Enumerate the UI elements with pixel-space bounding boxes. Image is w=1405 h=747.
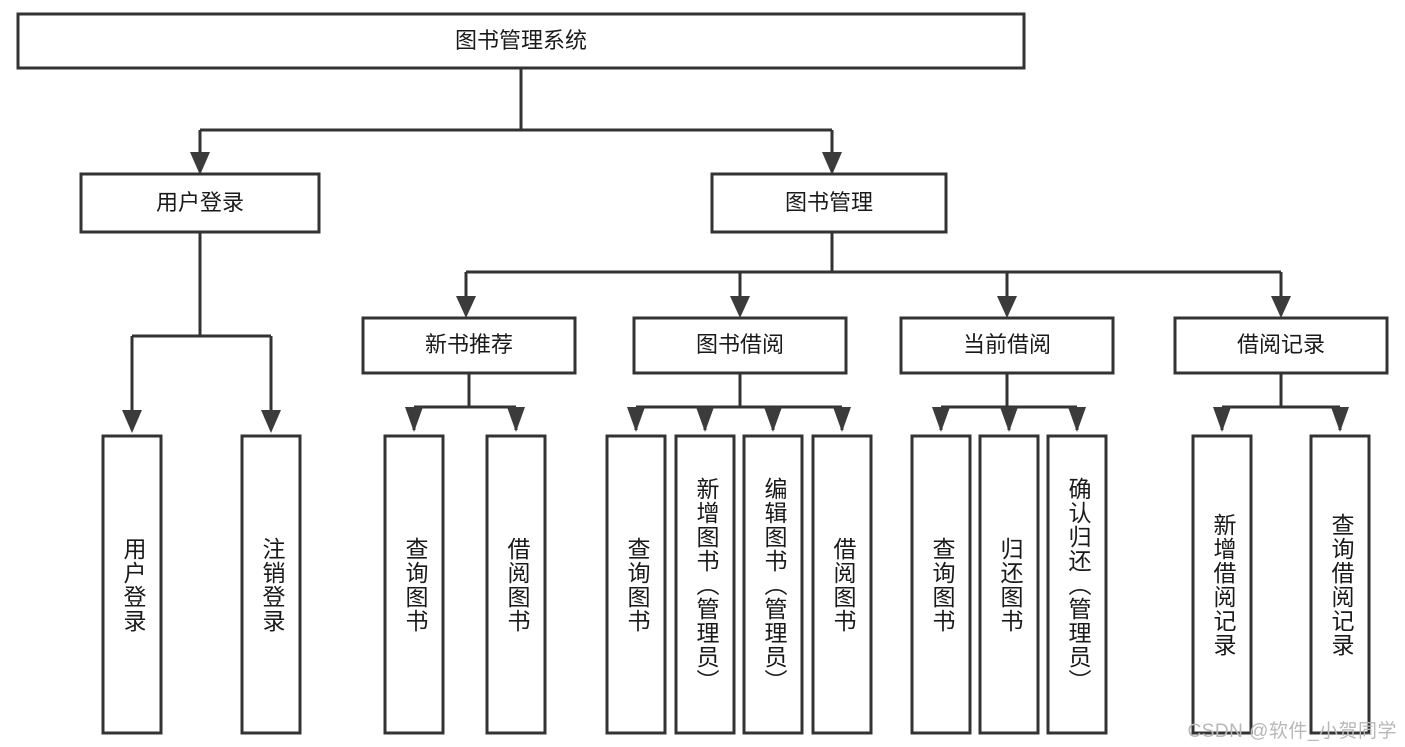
leaf-box-confirm-return[interactable]: [1046, 434, 1108, 735]
node-book-borrow-box[interactable]: [632, 316, 848, 375]
arrowhead-icon: [1331, 407, 1349, 432]
leaf-box-edit-book[interactable]: [742, 434, 804, 735]
leaf-box-query-book-1[interactable]: [383, 434, 445, 735]
arrowhead-icon: [764, 407, 782, 432]
node-borrow-record[interactable]: 借阅记录: [1173, 316, 1389, 375]
node-new-book-recommend-box[interactable]: [361, 316, 577, 375]
node-user-login[interactable]: 用户登录: [79, 172, 321, 234]
leaf-box-add-book[interactable]: [674, 434, 736, 735]
node-book-borrow-label: 图书借阅: [696, 332, 784, 357]
arrowhead-icon: [997, 296, 1017, 318]
arrowhead-icon: [456, 296, 476, 318]
leaf-box-query-book-3[interactable]: [910, 434, 972, 735]
arrowhead-icon: [932, 407, 950, 432]
connector-layer: [130, 68, 1342, 430]
node-root[interactable]: 图书管理系统: [16, 12, 1026, 70]
node-book-management-label: 图书管理: [785, 190, 873, 215]
node-user-login-label: 用户登录: [156, 190, 244, 215]
arrowhead-icon: [190, 152, 210, 175]
arrowhead-icon: [696, 407, 714, 432]
node-current-borrow-label: 当前借阅: [963, 332, 1051, 357]
arrowhead-icon: [1000, 407, 1018, 432]
watermark-text: CSDN @软件_小贺同学: [1187, 721, 1397, 742]
arrowhead-icon: [261, 410, 281, 433]
node-user-login-box[interactable]: [79, 172, 321, 234]
leaf-box-user-login[interactable]: [101, 434, 163, 735]
arrowhead-icon: [833, 407, 851, 432]
leaf-box-borrow-book-2[interactable]: [811, 434, 873, 735]
arrowhead-icon: [627, 407, 645, 432]
leaf-box-user-logout[interactable]: [240, 434, 302, 735]
node-borrow-record-label: 借阅记录: [1237, 332, 1325, 357]
arrowhead-icon: [730, 296, 750, 318]
arrowhead-icon: [405, 407, 423, 432]
node-borrow-record-box[interactable]: [1173, 316, 1389, 375]
leaf-box-query-record[interactable]: [1309, 434, 1371, 735]
leaf-box-add-record[interactable]: [1191, 434, 1253, 735]
arrowhead-icon: [822, 152, 842, 175]
node-book-borrow[interactable]: 图书借阅: [632, 316, 848, 375]
node-book-management-box[interactable]: [710, 172, 948, 234]
node-new-book-recommend[interactable]: 新书推荐: [361, 316, 577, 375]
arrowhead-icon: [1068, 407, 1086, 432]
node-new-book-recommend-label: 新书推荐: [425, 332, 513, 357]
arrowhead-icon: [1213, 407, 1231, 432]
node-book-management[interactable]: 图书管理: [710, 172, 948, 234]
node-current-borrow-box[interactable]: [899, 316, 1115, 375]
node-root-box[interactable]: [16, 12, 1026, 70]
leaf-box-query-book-2[interactable]: [605, 434, 667, 735]
node-current-borrow[interactable]: 当前借阅: [899, 316, 1115, 375]
node-root-label: 图书管理系统: [455, 28, 587, 53]
leaf-boxes-layer: [101, 434, 1371, 735]
arrowhead-icon: [1271, 296, 1291, 318]
leaf-box-borrow-book-1[interactable]: [485, 434, 547, 735]
arrowhead-layer: [122, 152, 1349, 433]
arrowhead-icon: [507, 407, 525, 432]
arrowhead-icon: [122, 410, 142, 433]
leaf-box-return-book[interactable]: [978, 434, 1040, 735]
